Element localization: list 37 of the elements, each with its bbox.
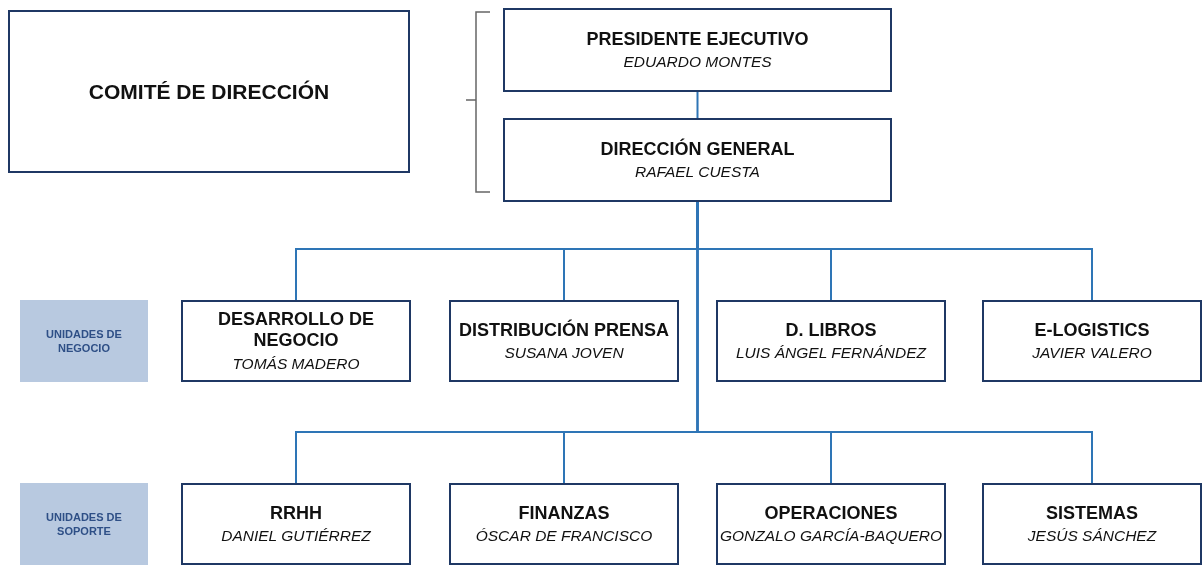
person-name: JAVIER VALERO [1032, 343, 1152, 363]
org-box [716, 300, 946, 382]
person-name: TOMÁS MADERO [232, 353, 360, 374]
person-name: EDUARDO MONTES [623, 52, 772, 72]
unit-label-box [20, 300, 148, 382]
org-box [8, 10, 410, 173]
position-title: OPERACIONES [764, 502, 898, 525]
position-title: SISTEMAS [1046, 502, 1138, 525]
position-title: DESARROLLO DE NEGOCIO [217, 308, 375, 352]
person-name: LUIS ÁNGEL FERNÁNDEZ [735, 343, 927, 363]
position-title: DIRECCIÓN GENERAL [600, 138, 795, 161]
position-title: D. LIBROS [785, 319, 877, 342]
position-title: COMITÉ DE DIRECCIÓN [88, 78, 330, 105]
person-name: SUSANA JOVEN [504, 343, 624, 363]
position-title: UNIDADES DE NEGOCIO [45, 326, 123, 356]
org-box [982, 300, 1202, 382]
position-title: UNIDADES DE SOPORTE [45, 509, 123, 539]
position-title: DISTRIBUCIÓN PRENSA [459, 319, 669, 342]
org-box [449, 300, 679, 382]
person-name: ÓSCAR DE FRANCISCO [475, 526, 653, 546]
org-box [181, 300, 411, 382]
org-box [503, 8, 892, 92]
position-title: E-LOGISTICS [1034, 319, 1150, 342]
connector-line [696, 91, 699, 119]
person-name: DANIEL GUTIÉRREZ [221, 526, 371, 546]
position-title: RRHH [270, 502, 322, 525]
person-name: GONZALO GARCÍA-BAQUERO [719, 526, 943, 546]
org-box [449, 483, 679, 565]
org-box [503, 118, 892, 202]
org-box [982, 483, 1202, 565]
position-title: PRESIDENTE EJECUTIVO [586, 28, 809, 51]
position-title: FINANZAS [518, 502, 610, 525]
person-name: RAFAEL CUESTA [635, 162, 760, 182]
org-box [716, 483, 946, 565]
org-box [181, 483, 411, 565]
person-name: JESÚS SÁNCHEZ [1027, 526, 1157, 546]
unit-label-box [20, 483, 148, 565]
